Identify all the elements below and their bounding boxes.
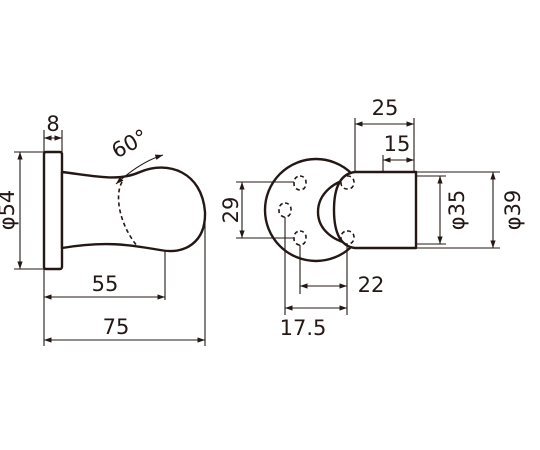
dim-knob-length: 55 [92,272,119,296]
dim-length-outer: 25 [372,96,399,120]
knob-hidden-edge [117,181,139,248]
dim-length-inner: 15 [384,132,411,156]
screw-hole-top [293,175,307,191]
dim-hole-offset: 17.5 [280,316,327,340]
hook-stem [60,166,207,253]
dim-width: 8 [46,112,59,136]
dim-hole-spacing-horizontal: 22 [358,273,385,297]
dim-angle: 60° [108,124,152,163]
dim-diameter-inner: φ35 [445,190,469,231]
base-plate [42,150,64,271]
head-hole-bottom [340,230,355,245]
head-hole-top [340,175,355,190]
dim-arc-angle [115,154,164,185]
dim-total-length: 75 [103,315,130,339]
dim-diameter-outer: φ39 [501,190,525,231]
dim-diameter: φ54 [0,190,19,231]
end-view: 25 15 29 22 17.5 φ35 φ39 [219,96,525,340]
dim-hole-spacing-vertical: 29 [219,197,243,224]
screw-hole-center [278,202,292,218]
hook-head [332,170,418,250]
side-view: 8 φ54 60° 55 75 [0,112,207,346]
